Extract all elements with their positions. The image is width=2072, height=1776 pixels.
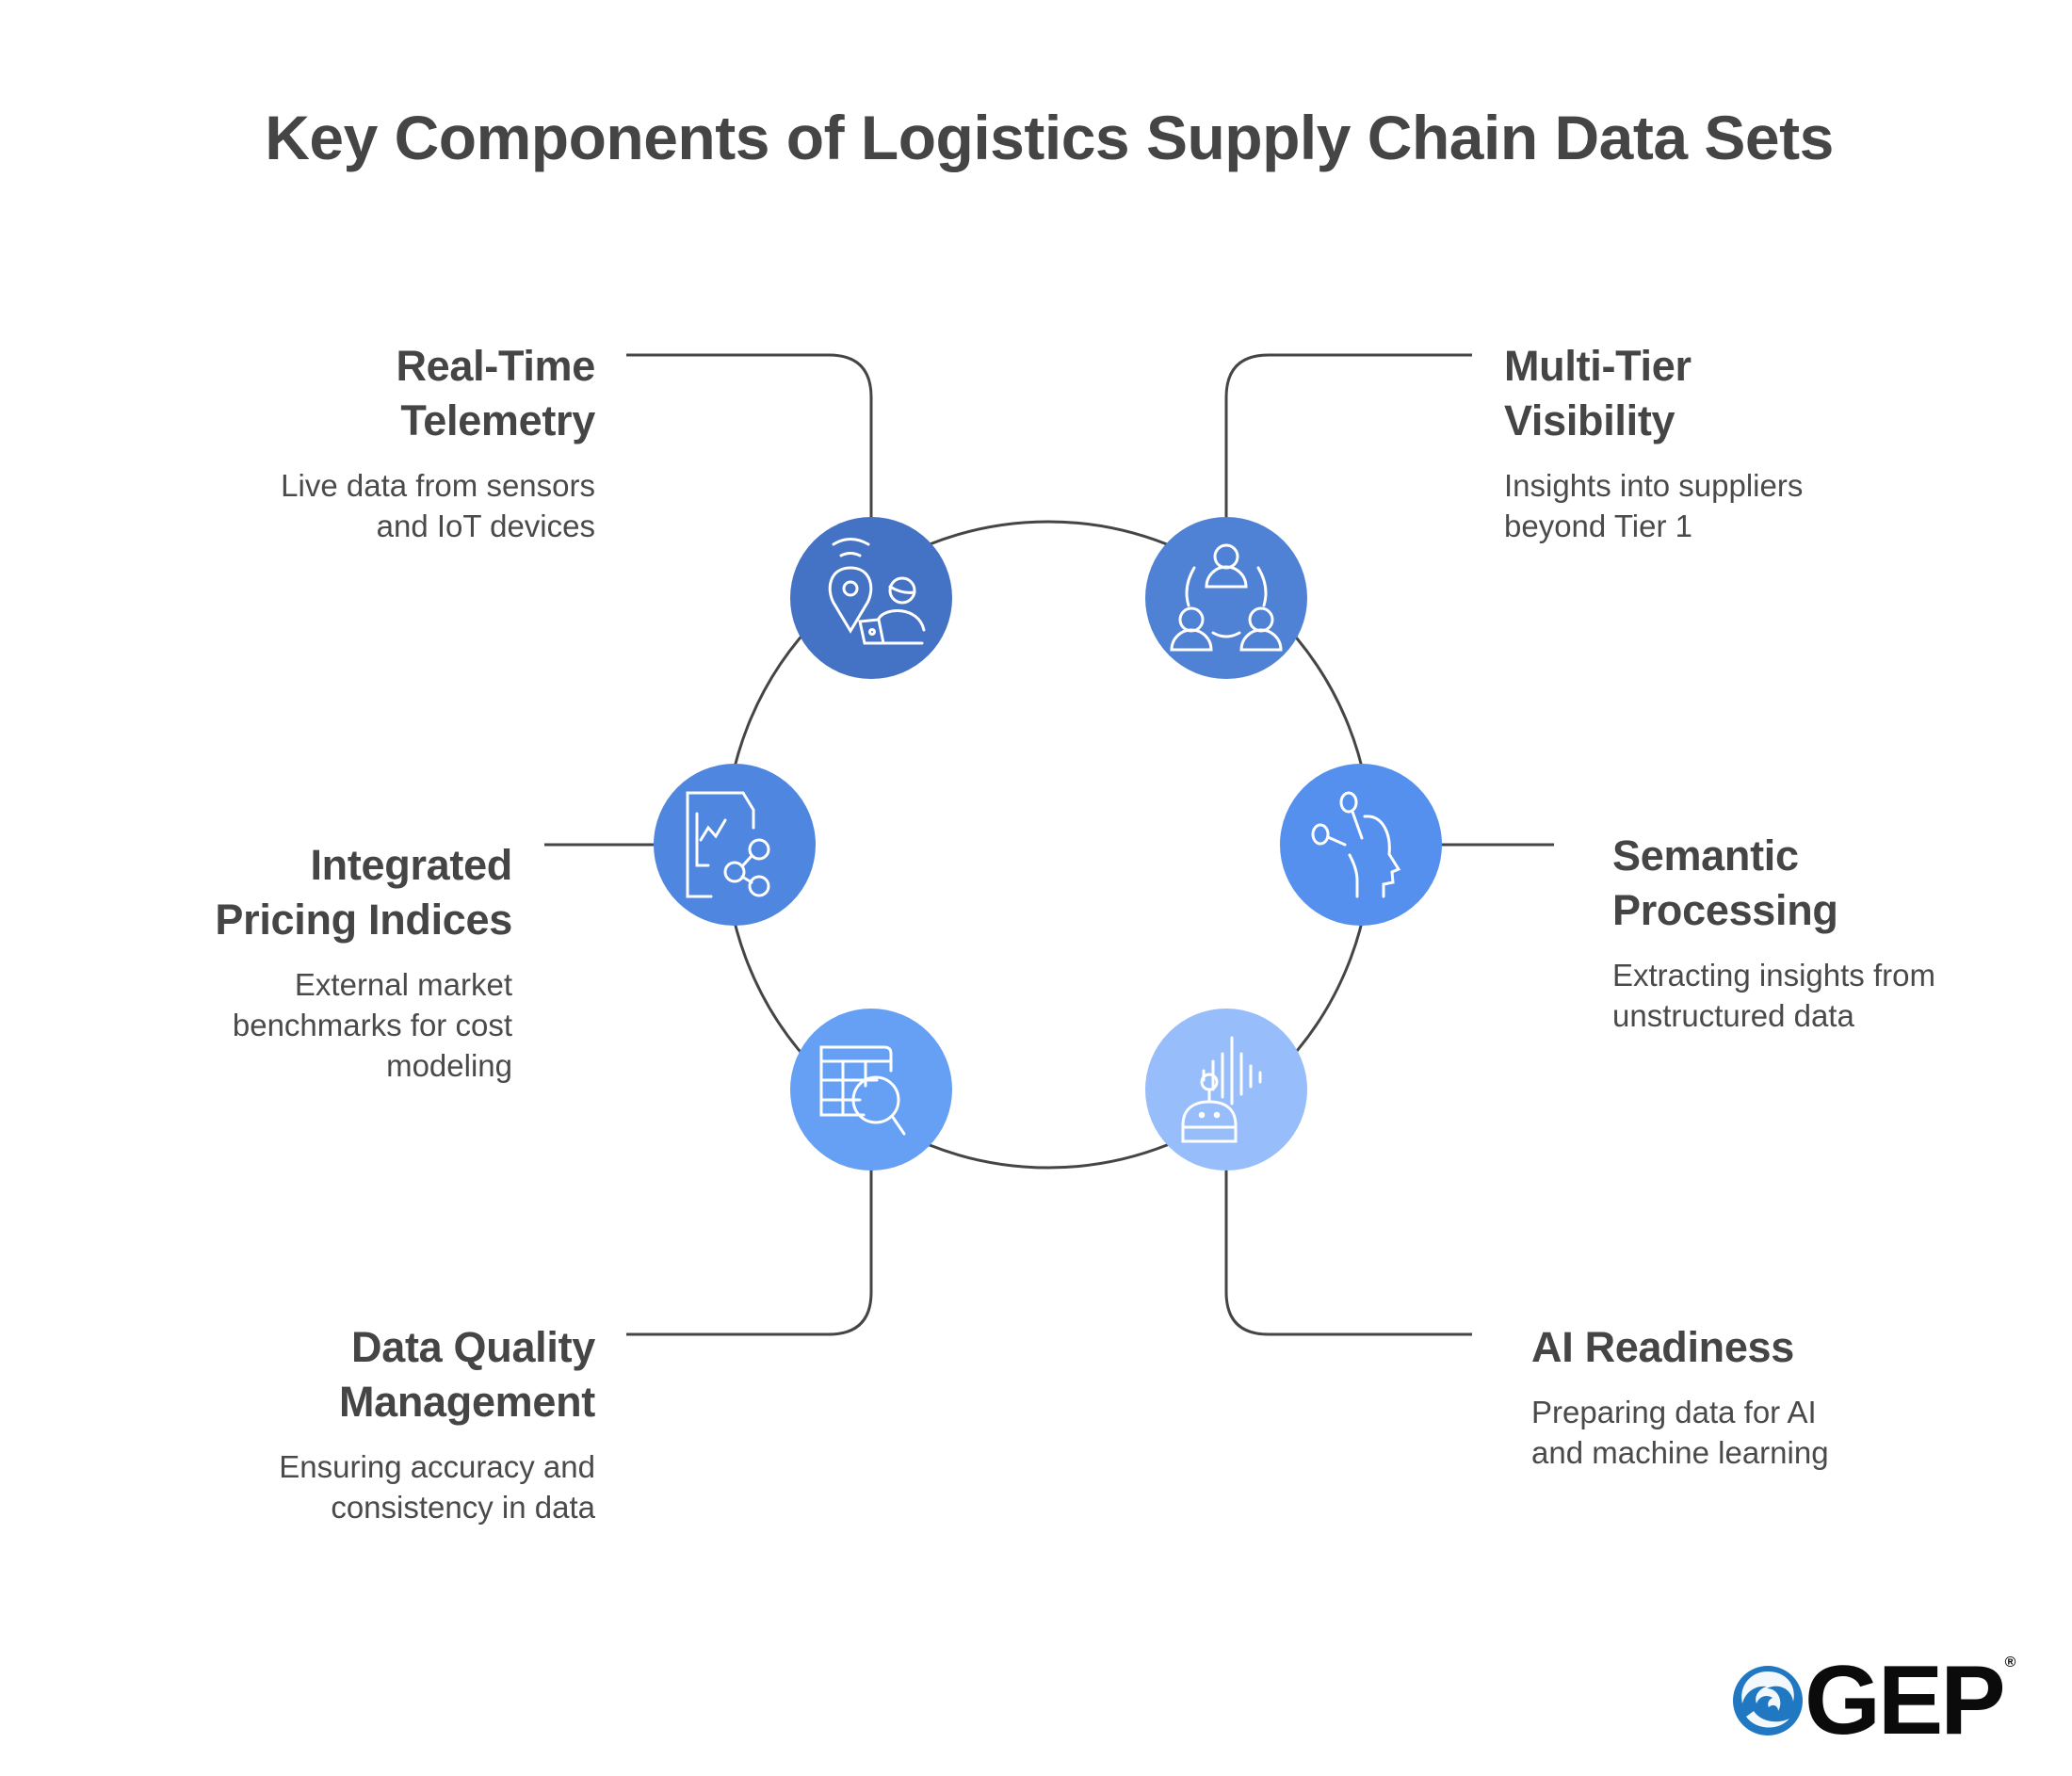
component-ai-readiness: AI Readiness Preparing data for AI and m… xyxy=(1531,1320,2021,1473)
node-real-time-telemetry xyxy=(790,517,952,679)
connector-multi-tier-visibility xyxy=(1224,353,1472,520)
component-heading: Integrated Pricing Indices xyxy=(215,841,512,944)
registered-mark: ® xyxy=(2004,1655,2016,1671)
component-description: External market benchmarks for cost mode… xyxy=(232,967,512,1083)
node-multi-tier-visibility xyxy=(1145,517,1307,679)
component-integrated-pricing-indices: Integrated Pricing Indices External mark… xyxy=(23,838,512,1086)
component-semantic-processing: Semantic Processing Extracting insights … xyxy=(1612,829,2072,1036)
component-heading: Multi-Tier Visibility xyxy=(1504,342,1692,444)
component-description: Extracting insights from unstructured da… xyxy=(1612,958,1935,1033)
location-pin-person-laptop-icon xyxy=(828,538,926,645)
connector-ai-readiness xyxy=(1224,1168,1472,1336)
logo-wordmark: GEP xyxy=(1805,1646,2006,1755)
page-title: Key Components of Logistics Supply Chain… xyxy=(265,103,1834,172)
node-ai-readiness xyxy=(1145,1009,1307,1171)
component-data-quality-management: Data Quality Management Ensuring accurac… xyxy=(105,1320,595,1527)
component-heading: Real-Time Telemetry xyxy=(396,342,595,444)
connector-real-time-telemetry xyxy=(626,353,873,520)
component-description: Preparing data for AI and machine learni… xyxy=(1531,1395,1829,1470)
node-data-quality-management xyxy=(790,1009,952,1171)
component-real-time-telemetry: Real-Time Telemetry Live data from senso… xyxy=(105,339,595,546)
component-description: Ensuring accuracy and consistency in dat… xyxy=(279,1449,595,1525)
people-network-icon xyxy=(1170,543,1283,652)
gep-logo: GEP ® xyxy=(1731,1652,2015,1750)
component-description: Live data from sensors and IoT devices xyxy=(281,468,595,543)
component-heading: AI Readiness xyxy=(1531,1323,1795,1371)
component-description: Insights into suppliers beyond Tier 1 xyxy=(1504,468,1804,543)
node-semantic-processing xyxy=(1280,764,1442,926)
table-magnifier-icon xyxy=(819,1045,906,1136)
component-heading: Semantic Processing xyxy=(1612,831,1838,934)
chart-document-share-icon xyxy=(686,791,770,898)
component-heading: Data Quality Management xyxy=(338,1323,595,1426)
node-integrated-pricing-indices xyxy=(654,764,816,926)
component-multi-tier-visibility: Multi-Tier Visibility Insights into supp… xyxy=(1504,339,1994,546)
head-nodes-icon xyxy=(1311,791,1401,898)
connector-data-quality-management xyxy=(626,1168,873,1336)
swirl-logo-icon xyxy=(1733,1666,1803,1736)
robot-soundwave-icon xyxy=(1181,1036,1262,1143)
